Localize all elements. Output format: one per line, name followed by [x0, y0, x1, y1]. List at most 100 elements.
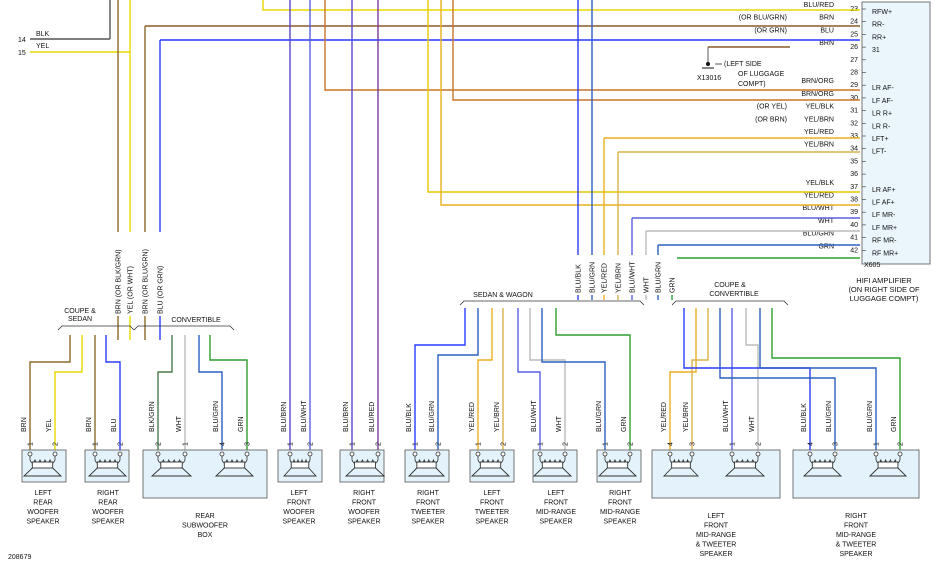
speaker-label-line: RIGHT	[845, 513, 868, 520]
speaker-label-line: FRONT	[352, 500, 377, 507]
speaker-label-line: WOOFER	[92, 509, 124, 516]
input-wire-yel: YEL	[36, 43, 49, 50]
amp-pin-number: 30	[850, 95, 858, 102]
speaker-label-line: REAR	[195, 513, 214, 520]
speaker-label-line: SPEAKER	[347, 519, 380, 526]
speaker-pin: 2	[628, 442, 635, 446]
amp-terminal: RFW+	[872, 9, 892, 16]
speaker-pin: 1	[350, 442, 357, 446]
speaker-label-line: RIGHT	[609, 490, 632, 497]
speaker-label-line: RIGHT	[353, 490, 376, 497]
speaker-wire-label: GRN	[891, 416, 898, 432]
speaker-label-line: WOOFER	[27, 509, 59, 516]
speaker-pin: 2	[756, 442, 763, 446]
speaker-label-line: FRONT	[544, 500, 569, 507]
speaker-wire-label: BLU/BLK	[406, 403, 413, 432]
speaker-pin: 2	[118, 442, 125, 446]
vlabel-left-0: BRN (OR BLK/GRN)	[113, 232, 123, 316]
svg-text:BLU/BLK: BLU/BLK	[576, 264, 583, 293]
amp-pin-number: 33	[850, 133, 858, 140]
amp-terminal: RR+	[872, 34, 886, 41]
group-coupe-sedan-1: COUPE &	[64, 308, 96, 315]
speaker-label-line: SUBWOOFER	[182, 523, 228, 530]
speaker-wire-label: YEL/BRN	[494, 402, 501, 432]
amp-terminal: LF MR-	[872, 212, 896, 219]
speaker-wire-label: BLU/GRN	[826, 401, 833, 432]
speaker-label-line: MID-RANGE	[696, 532, 736, 539]
amp-wire-color: YEL/RED	[804, 129, 834, 136]
group-coupe-sedan-2: SEDAN	[68, 316, 92, 323]
vlabel-left-1: YEL (OR WHT)	[125, 232, 135, 316]
amp-pin-number: 41	[850, 235, 858, 242]
speaker-wire-label: BLU/WHT	[531, 400, 538, 432]
amp-terminal: LF MR+	[872, 225, 897, 232]
speaker-pin: 4	[808, 442, 815, 446]
speaker-wire-label: WHT	[556, 415, 563, 432]
speaker-label-line: SPEAKER	[839, 551, 872, 558]
speaker-pin: 4	[220, 442, 227, 446]
speaker-box	[792, 449, 920, 499]
speaker-rf-mr-tw: 4BLU/BLK3BLU/GRN1BLU/GRN2GRNRIGHTFRONTMI…	[792, 401, 920, 558]
ground-note-2: OF LUGGAGE	[738, 71, 785, 78]
amp-terminal: RR-	[872, 22, 885, 29]
amp-wire-color: BRN/ORG	[801, 91, 834, 98]
amp-wire-color: WHT	[818, 218, 835, 225]
group-convertible: CONVERTIBLE	[171, 317, 221, 324]
speaker-pin: 1	[413, 442, 420, 446]
amp-title-3: LUGGAGE COMPT)	[850, 294, 919, 303]
speaker-pin: 1	[874, 442, 881, 446]
amp-terminal: LR R-	[872, 123, 891, 130]
amp-pin-number: 25	[850, 31, 858, 38]
amp-wire-color: BLU/GRN	[803, 231, 834, 238]
speaker-label-line: FRONT	[704, 523, 729, 530]
amp-terminal: LR AF-	[872, 85, 894, 92]
svg-text:WHT: WHT	[644, 276, 651, 293]
amp-pin-number: 26	[850, 44, 858, 51]
speakers: 1BRN2YELLEFTREARWOOFERSPEAKER1BRN2BLURIG…	[21, 400, 920, 558]
speaker-label-line: LEFT	[34, 490, 52, 497]
speaker-label-line: LEFT	[290, 490, 308, 497]
amp-pin-number: 38	[850, 197, 858, 204]
amp-pin-number: 31	[850, 108, 858, 115]
amp-pin-number: 34	[850, 146, 858, 153]
svg-text:BRN (OR BLK/GRN): BRN (OR BLK/GRN)	[116, 249, 123, 314]
svg-text:YEL/BRN: YEL/BRN	[616, 263, 623, 293]
speaker-wire-label: BLU/RED	[369, 402, 376, 432]
amp-pin-35: 35	[850, 158, 866, 165]
speaker-label-line: SPEAKER	[282, 519, 315, 526]
speaker-pin: 1	[730, 442, 737, 446]
speaker-label-line: SPEAKER	[411, 519, 444, 526]
input-wire-blk: BLK	[36, 31, 50, 38]
group-coupe-conv-1: COUPE &	[714, 282, 746, 289]
svg-text:BRN (OR BLU/GRN): BRN (OR BLU/GRN)	[143, 249, 150, 314]
svg-text:YEL/RED: YEL/RED	[602, 263, 609, 293]
amp-wire-color: BLU	[820, 27, 834, 34]
svg-text:BLU (OR GRN): BLU (OR GRN)	[158, 266, 165, 314]
speaker-box	[142, 449, 268, 499]
amp-pin-28: 28	[850, 70, 866, 77]
speaker-wire-label: BLU	[111, 418, 118, 432]
speaker-wire-label: YEL/RED	[469, 402, 476, 432]
group-coupe-conv-2: CONVERTIBLE	[709, 291, 759, 298]
svg-text:BLU/GRN: BLU/GRN	[590, 262, 597, 293]
speaker-pin: 2	[501, 442, 508, 446]
svg-text:YEL (OR WHT): YEL (OR WHT)	[128, 266, 135, 314]
speaker-pin: 1	[476, 442, 483, 446]
input-pin-15: 15	[18, 50, 26, 57]
speaker-pin: 3	[245, 442, 252, 446]
speaker-label-line: FRONT	[287, 500, 312, 507]
speaker-pin: 2	[53, 442, 60, 446]
speaker-pin: 2	[156, 442, 163, 446]
speaker-wire-label: BRN	[86, 417, 93, 432]
